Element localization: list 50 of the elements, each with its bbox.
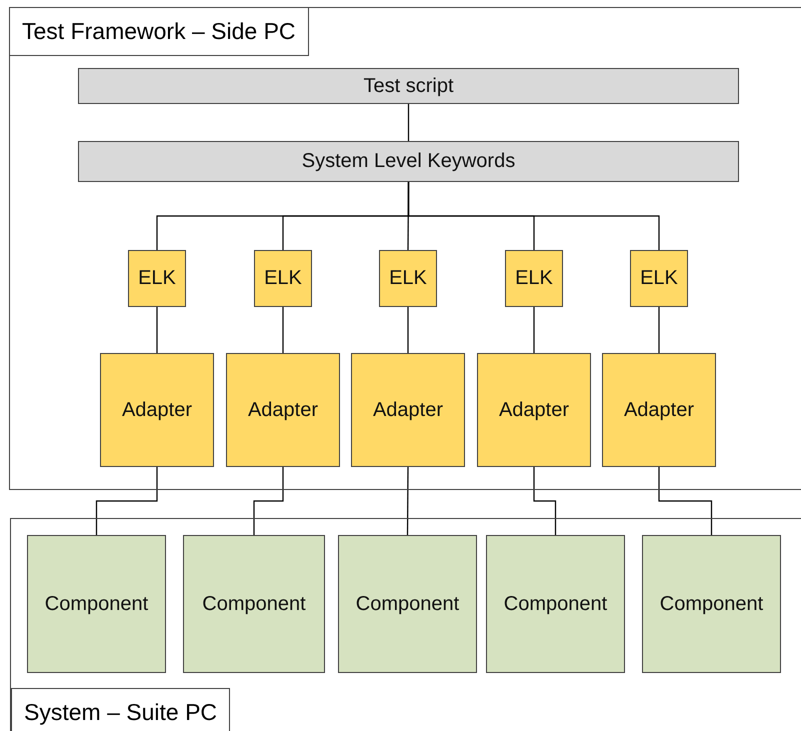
box-label: ELK	[640, 266, 678, 291]
box-label: ELK	[515, 266, 553, 291]
connector-line	[96, 467, 158, 535]
process-box	[226, 353, 340, 467]
box-label: Adapter	[624, 398, 694, 422]
box-label: Test script	[363, 74, 454, 98]
box-label: System Level Keywords	[302, 149, 516, 174]
process-box	[78, 68, 739, 104]
connector-line	[156, 307, 158, 353]
box-label: Adapter	[498, 398, 570, 422]
box-label: Component	[660, 592, 764, 616]
connector-line	[533, 467, 556, 535]
box-label: Component	[202, 592, 306, 616]
group-frame	[10, 518, 801, 731]
connector-line	[658, 307, 660, 353]
process-box	[630, 250, 688, 307]
connector-line	[407, 307, 409, 353]
connector-line	[658, 467, 712, 535]
box-label: ELK	[138, 266, 176, 291]
process-box	[338, 535, 477, 673]
connector-line	[253, 467, 284, 535]
process-box	[379, 250, 437, 307]
process-box	[602, 353, 716, 467]
connector-line	[533, 307, 535, 353]
connector-line	[406, 467, 409, 535]
process-box	[505, 250, 563, 307]
group-frame	[9, 7, 801, 490]
process-box	[78, 141, 739, 182]
process-box	[254, 250, 312, 307]
box-label: Component	[44, 592, 148, 616]
box-label: Adapter	[248, 398, 318, 422]
process-box	[100, 353, 214, 467]
group-title: Test Framework – Side PC	[9, 7, 309, 56]
process-box	[486, 535, 625, 673]
connector-line	[282, 307, 284, 353]
box-label: Component	[356, 592, 460, 616]
box-label: ELK	[389, 266, 427, 291]
group-title: System – Suite PC	[11, 688, 230, 731]
process-box	[477, 353, 591, 467]
box-label: ELK	[264, 266, 302, 291]
box-label: Adapter	[372, 398, 444, 422]
connector-line	[408, 182, 660, 250]
process-box	[642, 535, 781, 673]
box-label: Adapter	[122, 398, 192, 422]
process-box	[183, 535, 325, 673]
box-label: Component	[504, 592, 608, 616]
process-box	[27, 535, 166, 673]
connector-line	[408, 104, 410, 141]
process-box	[351, 353, 465, 467]
process-box	[128, 250, 186, 307]
